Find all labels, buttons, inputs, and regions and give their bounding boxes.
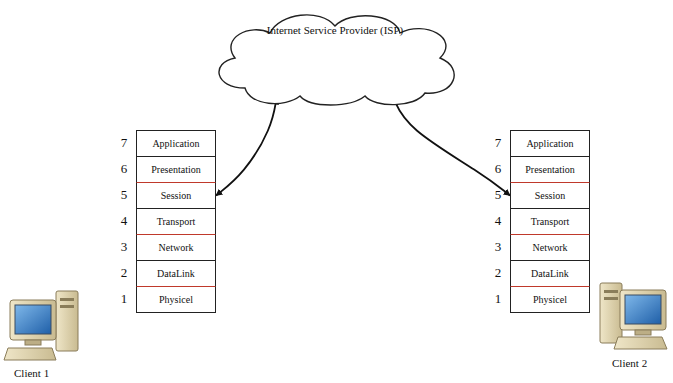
layer-name: Transport: [531, 209, 570, 234]
osi-layer-box: Application: [136, 130, 216, 157]
layer-number: 6: [117, 161, 131, 177]
layer-name: DataLink: [157, 261, 195, 286]
layer-name: Presentation: [151, 157, 200, 182]
osi-layer-box: Network: [136, 234, 216, 261]
osi-layer-box: Physicel: [510, 286, 590, 313]
cloud-outline: [205, 8, 465, 108]
layer-number: 4: [491, 213, 505, 229]
link-arrow: [394, 98, 511, 195]
osi-layer-box: Application: [510, 130, 590, 157]
layer-number: 6: [491, 161, 505, 177]
osi-layer-box: DataLink: [510, 260, 590, 287]
client-label: Client 1: [14, 366, 49, 380]
osi-layer-box: Transport: [136, 208, 216, 235]
layer-name: Session: [535, 183, 566, 208]
layer-number: 4: [117, 213, 131, 229]
layer-number: 2: [117, 265, 131, 281]
osi-layer-box: Transport: [510, 208, 590, 235]
computer-icon: [4, 291, 78, 360]
layer-name: Network: [533, 235, 568, 260]
layer-number: 3: [117, 239, 131, 255]
layer-name: Transport: [157, 209, 196, 234]
cloud-label: Internet Service Provider (ISP): [265, 24, 405, 37]
layer-name: Network: [159, 235, 194, 260]
layer-number: 2: [491, 265, 505, 281]
layer-number: 1: [117, 291, 131, 307]
osi-layer-box: Presentation: [136, 156, 216, 183]
layer-name: Application: [152, 131, 199, 156]
osi-layer-box: DataLink: [136, 260, 216, 287]
osi-layer-box: Session: [136, 182, 216, 209]
layer-number: 5: [117, 187, 131, 203]
computer-icon: [600, 283, 667, 349]
layer-name: Session: [161, 183, 192, 208]
layer-name: Physicel: [533, 287, 567, 312]
cloud-shape: [219, 15, 454, 105]
layer-number: 7: [491, 135, 505, 151]
osi-layer-box: Network: [510, 234, 590, 261]
osi-layer-box: Session: [510, 182, 590, 209]
isp-cloud: Internet Service Provider (ISP): [205, 8, 465, 108]
layer-name: Presentation: [525, 157, 574, 182]
osi-layer-box: Physicel: [136, 286, 216, 313]
layer-name: DataLink: [531, 261, 569, 286]
layer-number: 5: [491, 187, 505, 203]
layer-name: Application: [526, 131, 573, 156]
layer-number: 7: [117, 135, 131, 151]
layer-number: 3: [491, 239, 505, 255]
layer-name: Physicel: [159, 287, 193, 312]
layer-number: 1: [491, 291, 505, 307]
osi-layer-box: Presentation: [510, 156, 590, 183]
link-arrow: [216, 98, 277, 195]
client-label: Client 2: [612, 356, 647, 370]
